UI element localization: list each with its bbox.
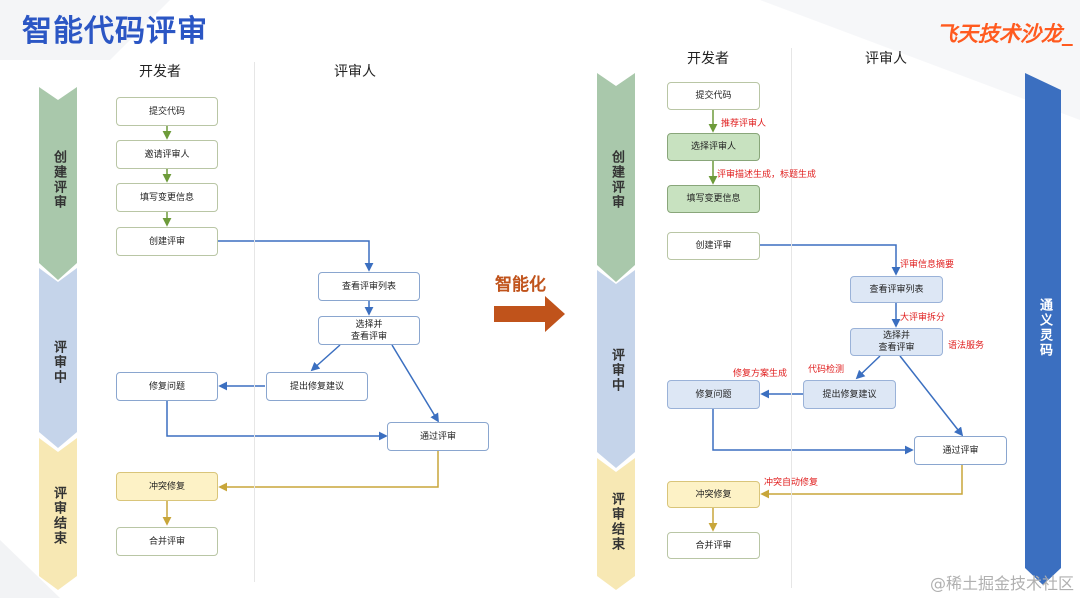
box-invite-reviewer: 邀请评审人 <box>116 140 218 169</box>
box-select-and-review: 选择并 查看评审 <box>850 328 943 356</box>
annotation-auto-conflict-fix: 冲突自动修复 <box>764 478 819 488</box>
brand-logo: 飞天技术沙龙_ <box>936 22 1073 46</box>
annotation-split-review: 大评审拆分 <box>900 313 946 323</box>
watermark: @稀土掘金技术社区 <box>929 574 1074 593</box>
phase-chevron-review <box>39 268 77 448</box>
box-view-review-list: 查看评审列表 <box>318 272 420 301</box>
box-conflict-fix: 冲突修复 <box>667 481 760 508</box>
box-fill-change-info: 填写变更信息 <box>667 185 760 213</box>
phase-chevron-end <box>39 438 77 590</box>
box-merge-review: 合并评审 <box>116 527 218 556</box>
annotation-code-detect: 代码检测 <box>808 365 845 375</box>
phase-label-review: 评审中 <box>609 348 624 393</box>
page-title: 智能代码评审 <box>22 14 208 49</box>
phase-chevron-review <box>597 270 635 468</box>
annotation-fix-plan: 修复方案生成 <box>733 369 788 379</box>
phase-label-create: 创建评审 <box>51 150 66 210</box>
lane-head-reviewer: 评审人 <box>865 51 907 67</box>
phase-chevron-create <box>597 73 635 282</box>
bg-shape <box>0 0 170 60</box>
box-submit-code: 提交代码 <box>667 82 760 110</box>
box-pass-review: 通过评审 <box>914 436 1007 465</box>
bg-shape <box>760 0 1080 120</box>
box-suggest-fix: 提出修复建议 <box>266 372 368 401</box>
box-pass-review: 通过评审 <box>387 422 489 451</box>
box-submit-code: 提交代码 <box>116 97 218 126</box>
side-label: 通义灵码 <box>1037 298 1052 358</box>
annotation-desc-generation: 评审描述生成，标题生成 <box>717 170 817 180</box>
side-bar-chevron <box>1025 73 1061 585</box>
annotation-review-summary: 评审信息摘要 <box>900 260 955 270</box>
box-view-review-list: 查看评审列表 <box>850 276 943 303</box>
lane-head-dev: 开发者 <box>687 51 729 67</box>
box-select-and-review: 选择并 查看评审 <box>318 316 420 345</box>
phase-label-end: 评审结束 <box>51 486 66 546</box>
phase-chevron-end <box>597 458 635 590</box>
bg-shape <box>0 540 60 598</box>
box-conflict-fix: 冲突修复 <box>116 472 218 501</box>
phase-chevron-create <box>39 87 77 280</box>
lane-separator <box>254 62 255 582</box>
lane-separator <box>791 48 792 588</box>
box-suggest-fix: 提出修复建议 <box>803 380 896 409</box>
box-fix-issue: 修复问题 <box>116 372 218 401</box>
phase-label-end: 评审结束 <box>609 492 624 552</box>
annotation-syntax-service: 语法服务 <box>948 341 985 351</box>
box-create-review: 创建评审 <box>667 232 760 260</box>
box-fix-issue: 修复问题 <box>667 380 760 409</box>
box-create-review: 创建评审 <box>116 227 218 256</box>
transform-arrow <box>494 296 565 332</box>
box-select-reviewer: 选择评审人 <box>667 133 760 161</box>
annotation-recommend-reviewer: 推荐评审人 <box>721 119 767 129</box>
box-merge-review: 合并评审 <box>667 532 760 559</box>
phase-label-create: 创建评审 <box>609 150 624 210</box>
phase-label-review: 评审中 <box>51 340 66 385</box>
box-fill-change-info: 填写变更信息 <box>116 183 218 212</box>
lane-head-reviewer: 评审人 <box>334 64 376 80</box>
transform-label: 智能化 <box>495 275 546 295</box>
lane-head-dev: 开发者 <box>139 64 181 80</box>
